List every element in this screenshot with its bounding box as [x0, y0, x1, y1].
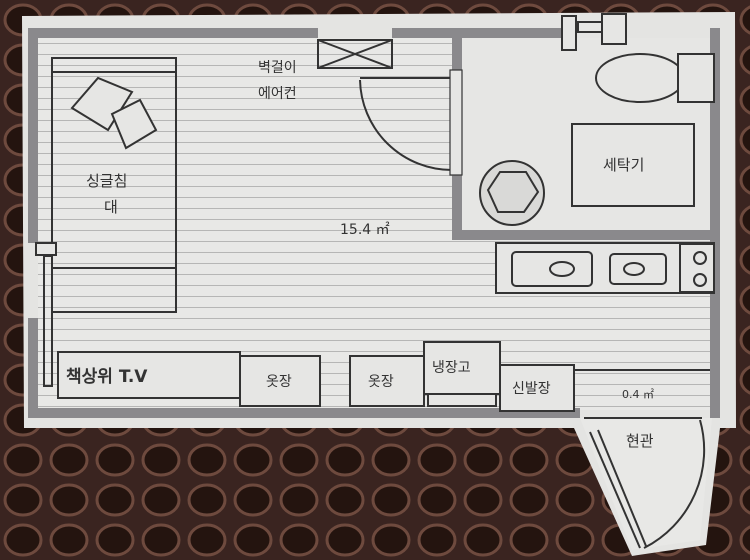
- entrance-door: [584, 417, 706, 549]
- toilet: [561, 13, 715, 103]
- aircon-label-2: 에어컨: [258, 86, 297, 102]
- furniture-row: [57, 341, 710, 412]
- single-bed: [35, 57, 177, 387]
- wardrobe-label-2: 옷장: [368, 374, 394, 390]
- walls: [28, 28, 720, 418]
- washer-label: 세탁기: [603, 156, 644, 174]
- bathroom-door: [359, 69, 463, 176]
- kitchen-counter: [495, 242, 715, 294]
- wardrobe-box-1: [239, 355, 321, 407]
- entrance-label: 현관: [626, 432, 654, 450]
- entry-area-label: 0.4 ㎡: [622, 388, 654, 401]
- shoe-cabinet-box: [499, 364, 575, 412]
- main-area-label: 15.4 ㎡: [340, 222, 390, 238]
- entrance-floor: [580, 418, 712, 550]
- wardrobe-box-2: [349, 355, 425, 407]
- fridge-label: 냉장고: [432, 360, 471, 376]
- shoe-cabinet-label: 신발장: [512, 381, 551, 397]
- bed-label-1: 싱글침: [86, 172, 127, 190]
- sink: [479, 160, 545, 226]
- bed-label-2: 대: [104, 198, 118, 216]
- aircon-unit: [317, 39, 393, 69]
- aircon-label-1: 벽걸이: [258, 60, 297, 76]
- desk-tv-label: 책상위 T.V: [66, 367, 148, 387]
- desk-box: [57, 351, 241, 399]
- washer-box: [571, 123, 695, 207]
- wardrobe-label-1: 옷장: [266, 374, 292, 390]
